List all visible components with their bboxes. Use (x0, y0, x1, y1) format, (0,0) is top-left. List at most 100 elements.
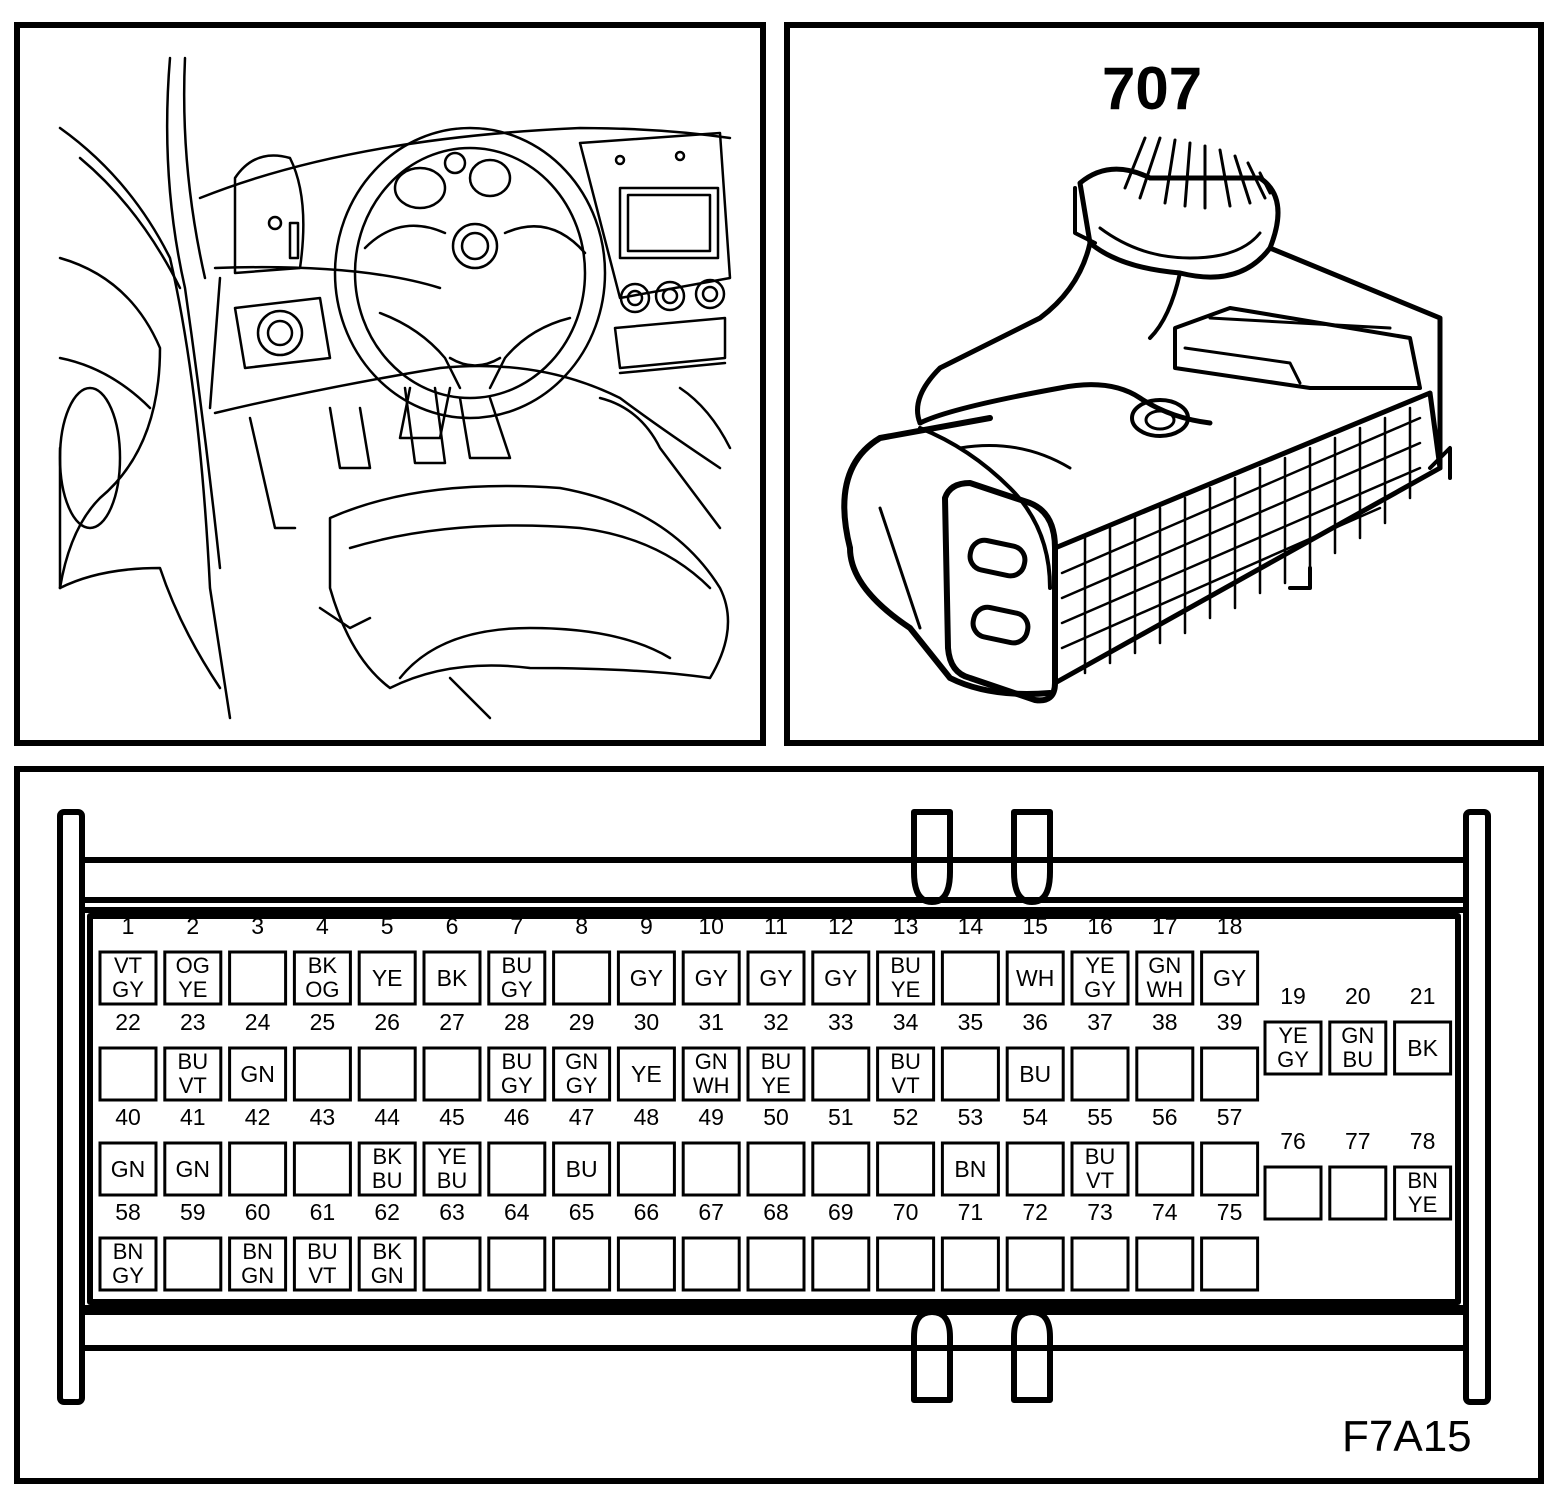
pin-75: 75 (1200, 1199, 1260, 1292)
pin-cavity (422, 950, 482, 1006)
pin-cavity (811, 1046, 871, 1102)
pin-cavity (1328, 1165, 1388, 1221)
pin-number: 41 (180, 1104, 206, 1130)
pin-cavity (422, 1236, 482, 1292)
pin-cavity (552, 1236, 612, 1292)
pin-cavity (746, 1046, 806, 1102)
pin-cavity (1328, 1020, 1388, 1076)
pin-number: 12 (828, 913, 854, 939)
pin-number: 13 (893, 913, 919, 939)
pin-number: 59 (180, 1199, 206, 1225)
pin-cavity (1005, 1141, 1065, 1197)
wire-color-code: YE (372, 965, 403, 991)
wire-color-code: BK (308, 953, 338, 978)
pin-cavity (357, 1141, 417, 1197)
wire-color-code: VT (114, 953, 142, 978)
pin-cavity (940, 1141, 1000, 1197)
wire-color-code: YE (631, 1061, 662, 1087)
wire-color-code: BK (1407, 1035, 1438, 1061)
pin-cavity (422, 1046, 482, 1102)
pin-number: 35 (958, 1009, 984, 1035)
pin-69: 69 (811, 1199, 871, 1292)
wire-color-code: GN (695, 1049, 728, 1074)
pin-cavity (357, 1236, 417, 1292)
pin-65: 65 (552, 1199, 612, 1292)
pin-number: 74 (1152, 1199, 1178, 1225)
pin-59: 59 (163, 1199, 223, 1292)
wire-color-code: BU (890, 1049, 921, 1074)
pin-cavity (98, 1141, 158, 1197)
pin-cavity (1005, 1046, 1065, 1102)
interior-illustration (58, 56, 732, 720)
wire-color-code: BK (437, 965, 468, 991)
pin-number: 7 (510, 913, 523, 939)
pin-cavity (1393, 1020, 1453, 1076)
pin-number: 15 (1022, 913, 1048, 939)
pin-number: 9 (640, 913, 653, 939)
wire-color-code: BU (307, 1239, 338, 1264)
wire-color-code: BU (178, 1049, 209, 1074)
pin-27: 27 (422, 1009, 482, 1102)
pin-63: 63 (422, 1199, 482, 1292)
pin-cavity (1135, 1141, 1195, 1197)
pin-number: 71 (958, 1199, 984, 1225)
pin-cavity (1070, 1046, 1130, 1102)
pin-56: 56 (1135, 1104, 1195, 1197)
pin-number: 14 (958, 913, 984, 939)
pin-cavity (1070, 950, 1130, 1006)
wire-color-code: BK (373, 1239, 403, 1264)
wire-color-code: BU (1343, 1047, 1374, 1072)
pin-number: 47 (569, 1104, 595, 1130)
pin-cavity (811, 950, 871, 1006)
pin-74: 74 (1135, 1199, 1195, 1292)
wire-color-code: GY (501, 977, 533, 1002)
pin-number: 19 (1280, 983, 1306, 1009)
pin-cavity (163, 1046, 223, 1102)
pin-number: 38 (1152, 1009, 1178, 1035)
pin-cavity (746, 950, 806, 1006)
wire-color-code: GN (1341, 1023, 1374, 1048)
pin-cavity (487, 1141, 547, 1197)
wire-color-code: GY (1213, 965, 1246, 991)
pin-number: 70 (893, 1199, 919, 1225)
pin-number: 75 (1217, 1199, 1243, 1225)
pin-cavity (98, 950, 158, 1006)
wire-color-code: YE (891, 977, 920, 1002)
wire-color-code: VT (179, 1073, 207, 1098)
pin-number: 69 (828, 1199, 854, 1225)
wire-color-code: BU (1019, 1061, 1051, 1087)
pin-26: 26 (357, 1009, 417, 1102)
pin-cavity (1200, 950, 1260, 1006)
pin-cavity (1005, 1236, 1065, 1292)
pin-number: 37 (1087, 1009, 1113, 1035)
pin-cavity (1005, 950, 1065, 1006)
pin-48: 48 (616, 1104, 676, 1197)
pin-cavity (1135, 1236, 1195, 1292)
wire-color-code: VT (308, 1263, 336, 1288)
pin-number: 42 (245, 1104, 271, 1130)
pin-6: 6BK (422, 913, 482, 1006)
pin-cavity (940, 1046, 1000, 1102)
pin-number: 68 (763, 1199, 789, 1225)
wire-color-code: GN (565, 1049, 598, 1074)
wire-color-code: BN (242, 1239, 273, 1264)
wire-color-code: YE (437, 1144, 466, 1169)
pin-number: 50 (763, 1104, 789, 1130)
